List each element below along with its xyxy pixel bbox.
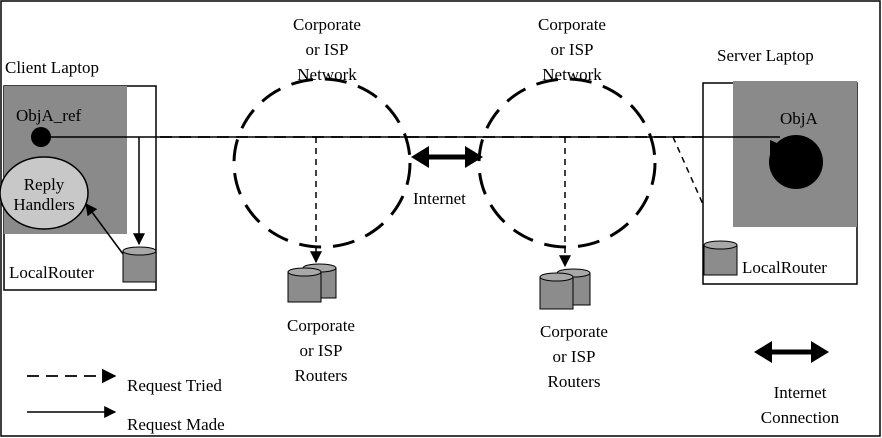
legend-request-made-label: Request Made — [127, 415, 225, 434]
internet-double-arrow — [411, 146, 483, 168]
client-laptop-title: Client Laptop — [5, 58, 99, 77]
legend-request-tried-label: Request Tried — [127, 376, 222, 395]
reply-handler-label-1: Reply — [23, 175, 65, 194]
isp-routers-icon-1 — [287, 263, 337, 303]
internet-label: Internet — [413, 189, 466, 208]
reply-handler-ellipse — [0, 156, 89, 230]
routers-1-label-line3: Routers — [294, 366, 348, 385]
legend-internet-connection-line2: Connection — [760, 408, 840, 427]
server-router-icon — [703, 240, 738, 276]
network-2-label-line3: Network — [542, 65, 602, 84]
network-1-label-line1: Corporate — [293, 15, 361, 34]
request-made-line-reply — [85, 203, 124, 255]
routers-2-label-line1: Corporate — [540, 322, 608, 341]
client-router-icon — [122, 246, 157, 283]
server-laptop-title: Server Laptop — [717, 46, 814, 65]
network-2-label-line2: or ISP — [550, 40, 594, 59]
objref-label: ObjA_ref — [16, 106, 82, 125]
legend-internet-connection-line1: Internet — [773, 383, 827, 402]
network-cloud-2 — [477, 77, 657, 249]
network-cloud-1 — [232, 77, 412, 249]
client-localrouter-label: LocalRouter — [9, 263, 94, 282]
routers-2-label-line3: Routers — [547, 372, 601, 391]
server-localrouter-label: LocalRouter — [742, 258, 827, 277]
network-1-label-line3: Network — [297, 65, 357, 84]
network-2-label-line1: Corporate — [538, 15, 606, 34]
obja-dot — [769, 135, 823, 189]
legend-internet-connection-arrow — [754, 341, 829, 363]
reply-handler-label-2: Handlers — [13, 195, 75, 214]
network-1-label-line2: or ISP — [305, 40, 349, 59]
obja-arrowhead — [770, 140, 786, 154]
routers-1-label-line2: or ISP — [299, 341, 343, 360]
routers-1-label-line1: Corporate — [287, 316, 355, 335]
obja-label: ObjA — [780, 109, 818, 128]
isp-routers-icon-2 — [539, 268, 591, 310]
routers-2-label-line2: or ISP — [552, 347, 596, 366]
